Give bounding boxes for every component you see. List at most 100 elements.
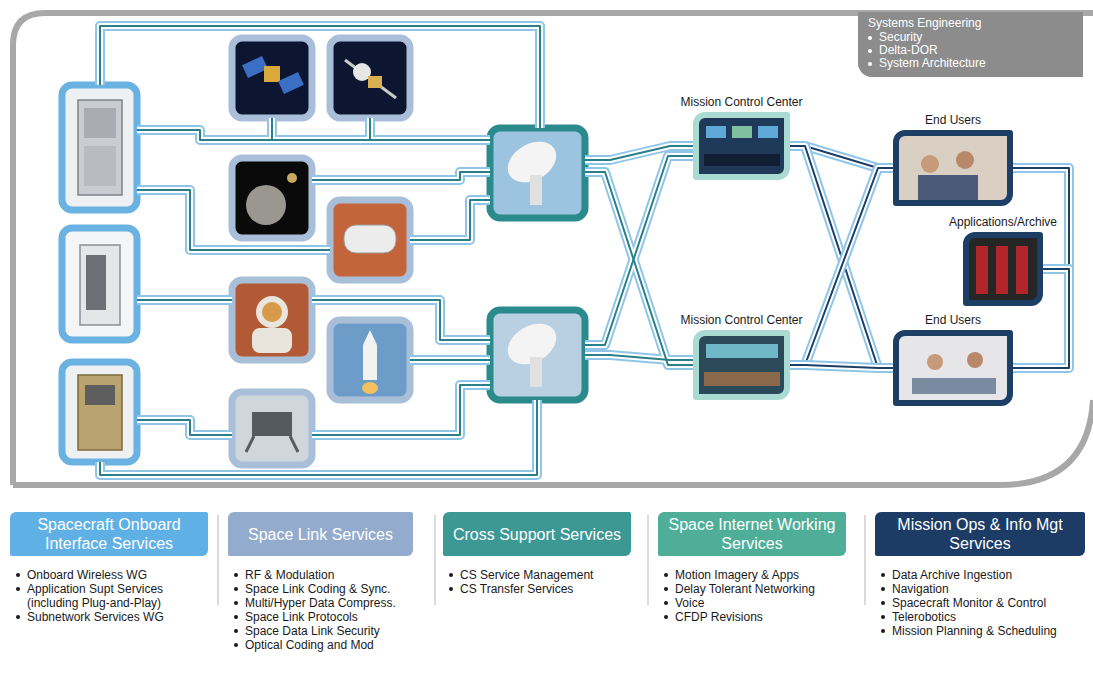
picture-box: End Users [893,330,1013,406]
connector [790,168,893,365]
hardware-image [62,85,137,210]
list-item: Space Data Link Security [234,624,413,638]
list-item: Space Link Coding & Sync. [234,582,413,596]
service-column: Space Link ServicesRF & ModulationSpace … [228,512,413,652]
antenna-pedestal [530,357,542,387]
person [967,352,983,368]
item-text: Space Link Coding & Sync. [245,582,390,596]
connector [790,365,893,368]
box-label: End Users [922,113,984,127]
item-text: Security [879,31,922,44]
list-item: Delay Tolerant Networking [664,582,846,596]
image-frame [62,228,137,340]
image-frame [490,128,585,218]
bullet-dot [234,629,238,633]
service-heading: Space Internet Working Services [667,515,837,553]
list-item: Onboard Wireless WG [16,568,208,582]
bullet-dot [16,615,20,619]
item-text: Multi/Hyper Data Compress. [245,596,396,610]
console [704,372,780,386]
item-text: System Architecture [879,57,986,70]
screen [732,126,752,138]
bullet-dot [881,587,885,591]
picture-box: End Users [893,130,1013,206]
item-text: Voice [675,596,704,610]
archive-image [969,238,1037,300]
list-item: CS Service Management [449,568,631,582]
office [899,136,1007,200]
list-item: Delta-DOR [868,44,1073,57]
device-panel [86,255,106,310]
lander-body [252,412,292,436]
image-frame [232,158,312,238]
bullet-dot [868,36,872,40]
device-body [78,100,122,195]
screen [706,126,726,138]
item-text: Data Archive Ingestion [892,568,1012,582]
spacecraft-boom [345,60,396,98]
item-text: Onboard Wireless WG [27,568,147,582]
image-frame [330,38,410,118]
item-text: Delay Tolerant Networking [675,582,815,596]
bullet-dot [881,601,885,605]
users-image [899,336,1007,400]
item-text: Space Link Protocols [245,610,358,624]
service-column: Space Internet Working ServicesMotion Im… [658,512,846,624]
item-text: Delta-DOR [879,44,938,57]
control-room-image [699,336,784,394]
service-heading: Space Link Services [248,525,393,544]
cable-outer [100,26,693,475]
box-label: Applications/Archive [946,215,1060,229]
person [927,354,943,370]
item-text: Space Data Link Security [245,624,380,638]
control-room-image [699,118,784,174]
connector-core [790,365,893,368]
device-panel [84,108,116,138]
connector-gap [790,146,893,368]
service-column: Spacecraft Onboard Interface ServicesOnb… [10,512,208,624]
person [956,151,974,169]
service-list: Data Archive IngestionNavigationSpacecra… [875,568,1085,638]
planet-image [232,158,312,238]
bullet-dot [16,587,20,591]
bullet-dot [881,629,885,633]
picture-box: Mission Control Center [693,330,790,400]
list-item: Multi/Hyper Data Compress. [234,596,413,610]
rocket-image [330,320,410,400]
console [704,154,780,166]
bullet-dot [234,601,238,605]
image-frame [62,85,137,210]
server-rack [976,246,988,294]
service-heading-box: Space Internet Working Services [658,512,846,556]
bullet-dot [664,601,668,605]
connector-outer [790,168,893,365]
list-item: System Architecture [868,57,1073,70]
hardware-image [62,228,137,340]
service-list: Onboard Wireless WGApplication Supt Serv… [10,568,208,624]
list-item: Space Link Protocols [234,610,413,624]
antenna-image [490,128,585,218]
item-text: Mission Planning & Scheduling [892,624,1057,638]
screen-wall [699,336,784,394]
person [921,155,939,173]
cable-gap [100,26,693,475]
bullet-dot [881,573,885,577]
astronaut-visor [262,302,282,322]
planet [246,185,286,225]
lander-leg [246,436,254,452]
service-heading-box: Mission Ops & Info Mgt Services [875,512,1085,556]
device-body [80,245,120,325]
bullet-dot [868,49,872,53]
server-rack [996,246,1008,294]
service-column: Mission Ops & Info Mgt ServicesData Arch… [875,512,1085,638]
item-text: Telerobotics [892,610,956,624]
box-label: Mission Control Center [677,313,805,327]
service-heading: Spacecraft Onboard Interface Services [19,515,199,553]
connector [790,146,893,368]
image-frame [232,280,312,360]
connector-gap [790,365,893,368]
server-room [969,238,1037,300]
image-frame [232,392,312,465]
item-text: CS Service Management [460,568,593,582]
service-list: CS Service ManagementCS Transfer Service… [443,568,631,596]
